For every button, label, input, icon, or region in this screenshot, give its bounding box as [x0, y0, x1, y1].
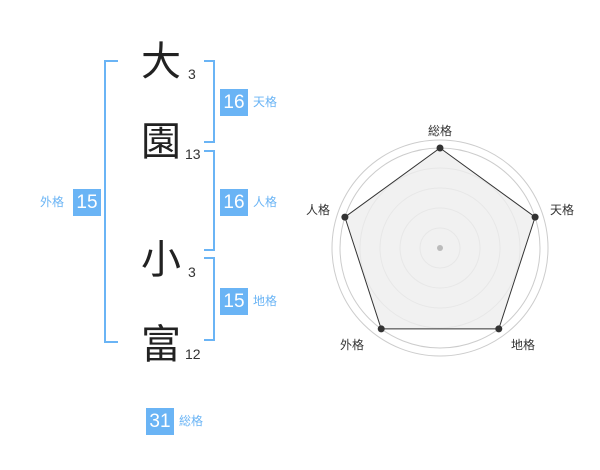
radar-ring: [419, 227, 461, 269]
radar-point: [341, 213, 349, 221]
radar-point: [531, 213, 539, 221]
tenkaku-bracket: [204, 60, 215, 143]
tenkaku-value-badge: 16: [220, 89, 248, 116]
gaikaku-label: 外格: [40, 195, 65, 209]
radar-ring: [359, 167, 521, 329]
tenkaku-label: 天格: [253, 95, 278, 109]
radar-ring: [339, 147, 541, 349]
kanji-char-1: 大: [141, 39, 181, 85]
stroke-count-3: 3: [188, 264, 196, 280]
radar-point: [436, 144, 444, 152]
stroke-count-4: 12: [185, 346, 201, 362]
radar-rings: [331, 139, 549, 357]
kanji-char-3: 小: [141, 237, 181, 283]
radar-label-soukaku: 総格: [428, 124, 453, 138]
chikaku-bracket: [204, 257, 215, 341]
radar-polygon: [344, 147, 536, 330]
radar-point: [377, 325, 385, 333]
radar-ring: [379, 187, 501, 309]
radar-label-gaikaku: 外格: [340, 338, 365, 352]
jinkaku-bracket: [204, 150, 215, 251]
radar-center-dot: [437, 245, 443, 251]
kanji-char-2: 園: [141, 119, 181, 165]
soukaku-value-badge: 31: [146, 408, 174, 435]
radar-label-chikaku: 地格: [511, 338, 536, 352]
chikaku-label: 地格: [253, 294, 278, 308]
gaikaku-bracket: [104, 60, 118, 343]
stroke-count-2: 13: [185, 146, 201, 162]
radar-point: [495, 325, 503, 333]
radar-ring-outer: [331, 139, 549, 357]
gaikaku-value-badge: 15: [73, 189, 101, 216]
radar-label-tenkaku: 天格: [550, 203, 575, 217]
stroke-count-1: 3: [188, 66, 196, 82]
jinkaku-value-badge: 16: [220, 189, 248, 216]
radar-points: [341, 144, 539, 333]
kanji-char-4: 富: [141, 322, 181, 368]
radar-label-jinkaku: 人格: [306, 203, 331, 217]
chikaku-value-badge: 15: [220, 288, 248, 315]
jinkaku-label: 人格: [253, 195, 278, 209]
radar-ring: [399, 207, 481, 289]
soukaku-label: 総格: [179, 414, 204, 428]
